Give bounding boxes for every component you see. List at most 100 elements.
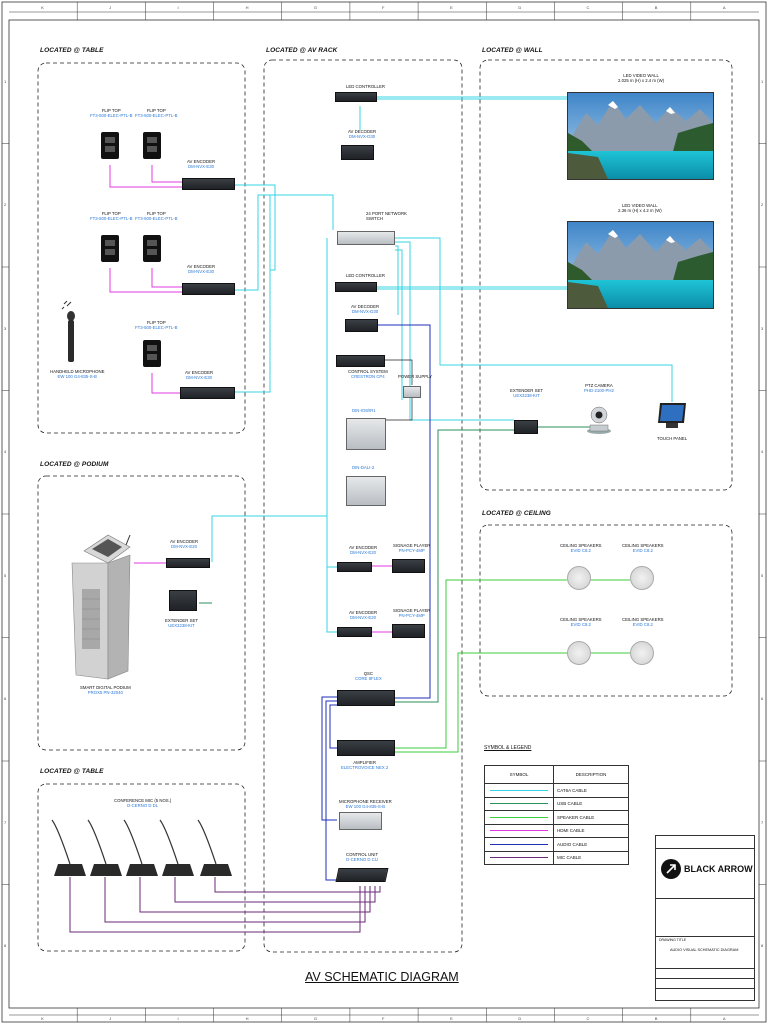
din-dali-label: DIN-DALI-2 — [352, 465, 375, 470]
led-video-wall-1 — [567, 92, 714, 180]
av-encoder-1 — [182, 178, 235, 190]
network-switch — [337, 231, 395, 245]
ceiling-speaker-3 — [567, 641, 591, 665]
legend-swatch — [484, 837, 554, 852]
grid-column-label: C — [586, 5, 590, 10]
grid-row-label: 4 — [761, 449, 764, 455]
zone-title-table-bottom: LOCATED @ TABLE — [40, 768, 104, 775]
grid-column-label: K — [41, 1016, 44, 1021]
grid-column-label: C — [586, 1016, 590, 1021]
conference-mics-icon — [51, 819, 233, 877]
grid-column-label: H — [245, 5, 249, 10]
av-encoder-3 — [180, 387, 235, 399]
legend-row: MIC CABLE — [484, 850, 629, 865]
din-io8-label: DIN-IO8/IR1 — [352, 408, 376, 413]
grid-column-label: E — [450, 1016, 453, 1021]
flip-top-2 — [143, 132, 161, 159]
grid-column-label: K — [41, 5, 44, 10]
zone-table-top — [37, 62, 246, 434]
legend-label: AUDIO CABLE — [553, 837, 629, 852]
grid-row-label: 1 — [4, 78, 7, 84]
grid-row-label: 2 — [761, 202, 764, 208]
grid-column-label: A — [722, 1016, 726, 1021]
legend-swatch — [484, 783, 554, 798]
led-video-wall-2 — [567, 221, 714, 309]
legend-swatch — [484, 823, 554, 838]
grid-column-label: B — [654, 1016, 658, 1021]
cat6a-cables — [211, 96, 673, 633]
ceiling-speaker-2 — [630, 566, 654, 590]
led-controller-1-label: LED CONTROLLER — [346, 84, 385, 89]
legend-label: CAT6A CABLE — [553, 783, 629, 798]
av-decoder-1 — [341, 145, 374, 160]
rack-encoder-1 — [337, 562, 372, 572]
ptz-camera-icon — [587, 406, 611, 434]
grid-row-label: 6 — [4, 696, 7, 702]
grid-row-label: 4 — [4, 449, 7, 455]
legend-row: USB CABLE — [484, 796, 629, 811]
grid-column-label: F — [382, 5, 385, 10]
av-encoder-2 — [182, 283, 235, 295]
grid-column-label: D — [518, 5, 522, 10]
power-supply-label: POWER SUPPLY — [398, 374, 433, 379]
grid-column-label: I — [177, 5, 179, 10]
legend-row: HDMI CABLE — [484, 823, 629, 838]
grid-row-label: 7 — [761, 819, 764, 825]
qsc-core — [337, 690, 395, 706]
grid-row-label: 1 — [761, 78, 764, 84]
signage-player-1 — [392, 559, 425, 573]
zone-title-rack: LOCATED @ AV RACK — [266, 47, 338, 54]
handheld-microphone-icon — [61, 300, 75, 362]
zone-podium — [37, 475, 246, 751]
grid-row-label: 5 — [4, 572, 7, 578]
grid-row-label: 5 — [761, 572, 764, 578]
grid-column-label: E — [450, 5, 453, 10]
mic-cables — [69, 877, 381, 933]
legend-swatch — [484, 796, 554, 811]
ceiling-speaker-4 — [630, 641, 654, 665]
legend-label: HDMI CABLE — [553, 823, 629, 838]
power-supply — [403, 386, 421, 398]
grid-row-label: 7 — [4, 819, 7, 825]
grid-column-label: F — [382, 1016, 385, 1021]
lake-landscape-image — [568, 93, 713, 179]
led-controller-2 — [335, 282, 377, 292]
company-name: BLACK ARROW — [684, 864, 753, 874]
podium-extender — [169, 590, 197, 611]
signage-player-2 — [392, 624, 425, 638]
grid-column-label: I — [177, 1016, 179, 1021]
drawing-title-label: DRAWING TITLE — [659, 938, 687, 942]
grid-column-label: J — [109, 5, 112, 10]
touch-panel-label: TOUCH PANEL — [657, 436, 688, 441]
grid-column-label: B — [654, 5, 658, 10]
legend-swatch — [484, 850, 554, 865]
grid-column-label: G — [313, 1016, 317, 1021]
zone-wall — [479, 59, 733, 491]
din-dali-module — [346, 476, 386, 506]
diagram-title: AV SCHEMATIC DIAGRAM — [305, 970, 459, 984]
legend-label: USB CABLE — [553, 796, 629, 811]
zone-title-table-top: LOCATED @ TABLE — [40, 47, 104, 54]
zone-title-wall: LOCATED @ WALL — [482, 47, 543, 54]
flip-top-4 — [143, 235, 161, 262]
speaker-cables — [395, 579, 630, 753]
rack-encoder-2 — [337, 627, 372, 637]
flip-top-3 — [101, 235, 119, 262]
